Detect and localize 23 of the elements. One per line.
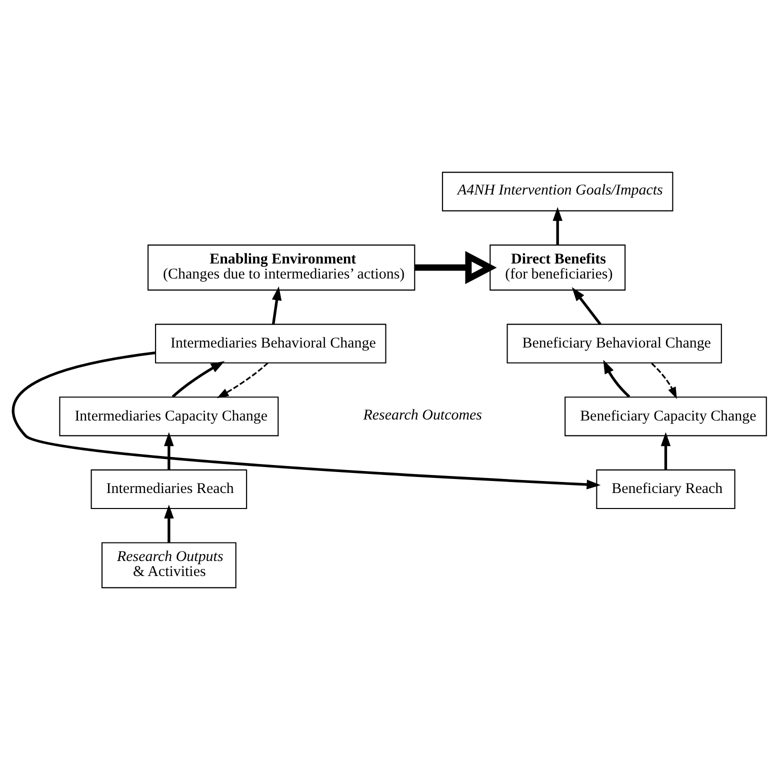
- arrow: [660, 432, 671, 470]
- arrow: [272, 286, 282, 324]
- arrow: [12, 351, 601, 489]
- node-box: Beneficiary Capacity Change: [564, 396, 767, 436]
- arrow: [172, 360, 225, 398]
- label: Research Outcomes: [363, 406, 482, 423]
- arrow: [552, 206, 562, 244]
- node-box: Intermediaries Reach: [90, 468, 248, 509]
- node-box: Beneficiary Reach: [596, 468, 736, 509]
- node-box: Research Outputs & Activities: [101, 542, 236, 588]
- node-box: Intermediaries Capacity Change: [59, 396, 279, 436]
- node-box: Enabling Environment (Changes due to intermediaries’ actions): [148, 244, 416, 290]
- node-box: Intermediaries Behavioral Change: [155, 323, 386, 363]
- node-box: A4NH Intervention Goals/Impacts: [442, 171, 674, 211]
- arrow: [164, 504, 174, 542]
- arrow: [572, 286, 602, 325]
- arrow: [414, 250, 497, 284]
- arrow: [216, 362, 268, 398]
- node-box: Beneficiary Behavioral Change: [506, 323, 722, 363]
- arrow: [164, 432, 174, 470]
- node-box: Direct Benefits (for beneficiaries): [490, 244, 626, 290]
- arrow: [603, 359, 630, 398]
- arrow: [651, 362, 677, 398]
